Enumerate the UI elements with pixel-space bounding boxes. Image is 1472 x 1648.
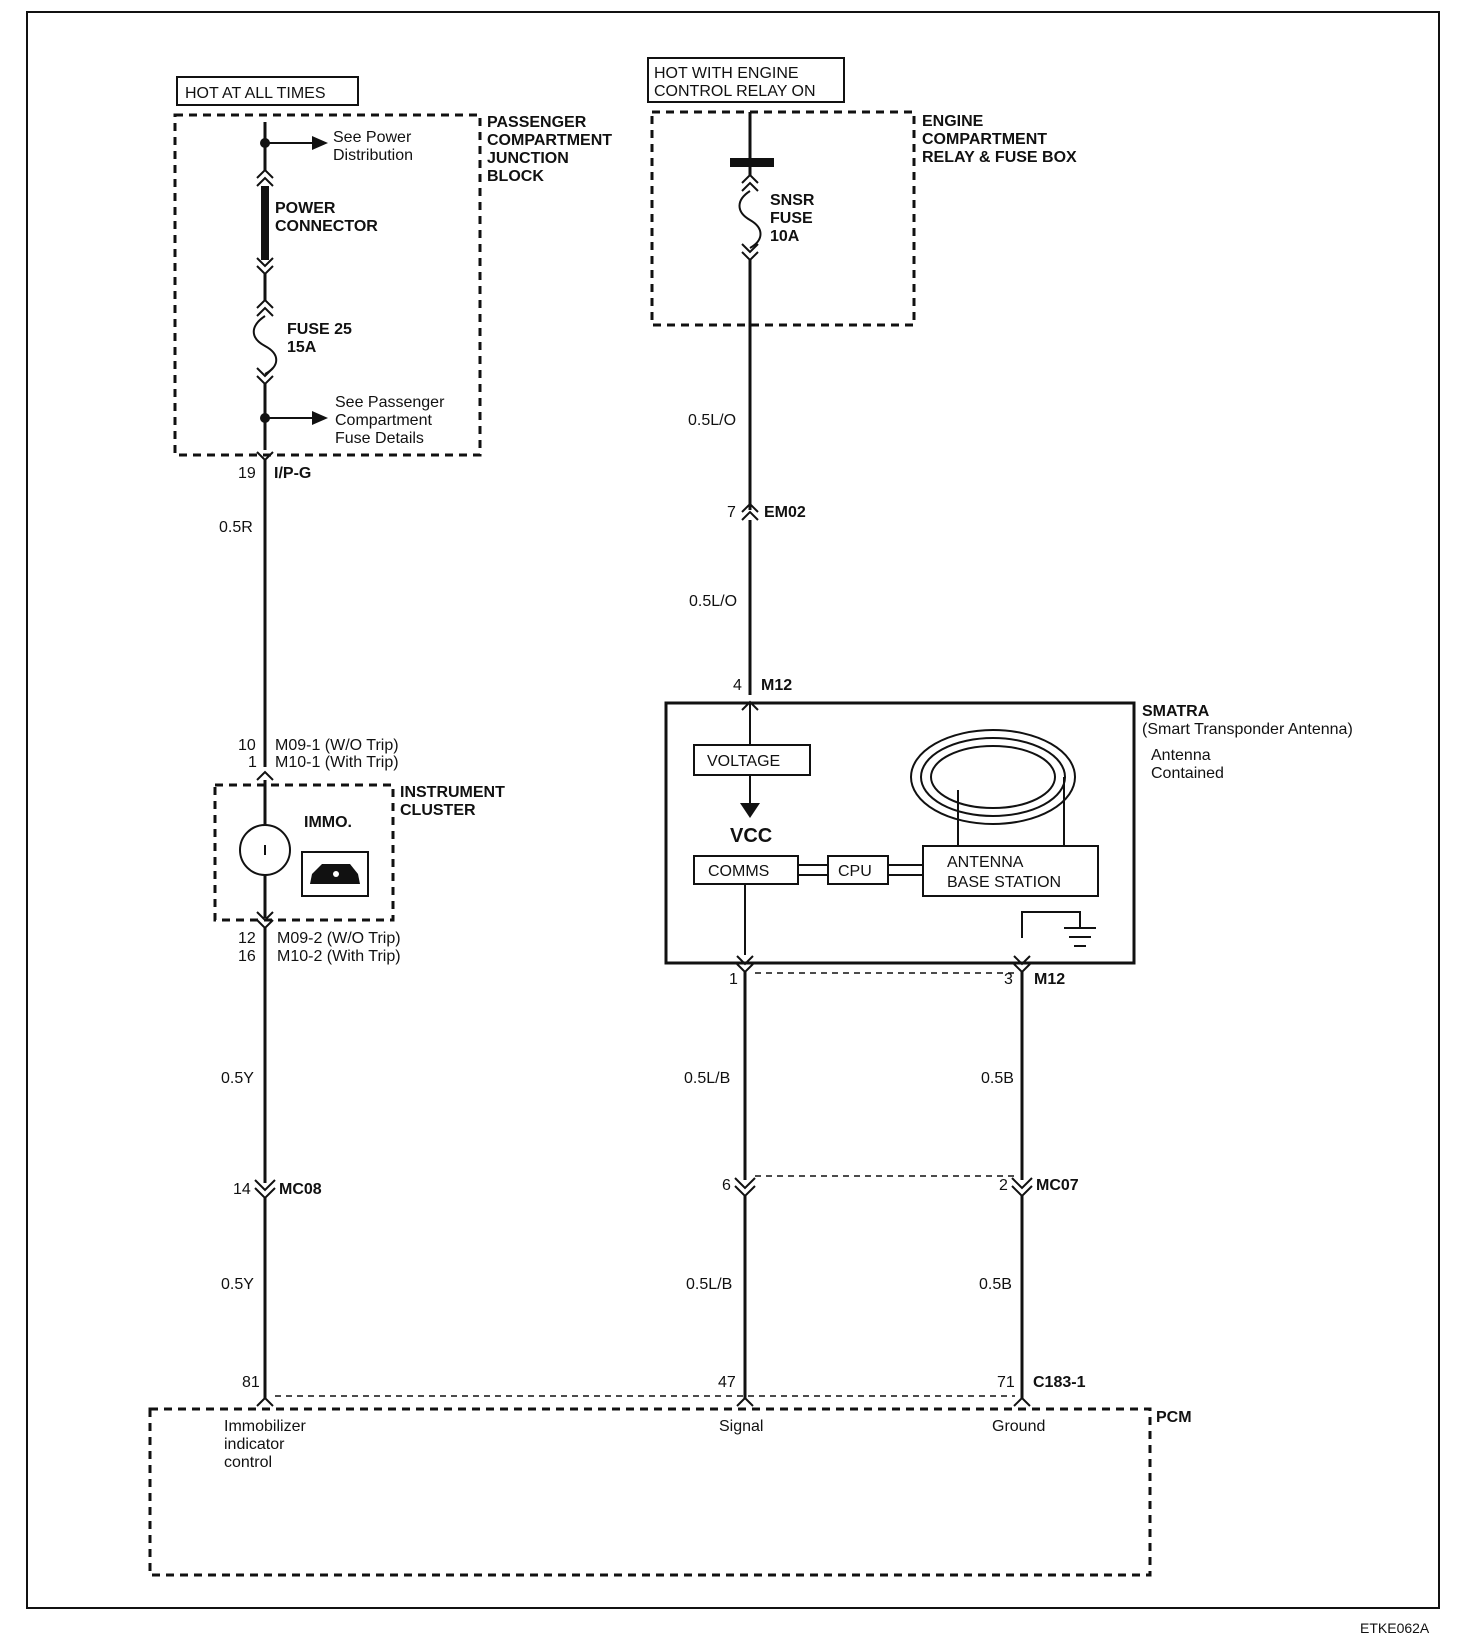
comms-label: COMMS [708, 863, 769, 880]
wire-05y-2: 0.5Y [221, 1276, 254, 1293]
pcjb-label-3: JUNCTION [487, 150, 569, 167]
engine-relay-fuse-box [650, 110, 916, 327]
pin-14: 14 [233, 1181, 251, 1198]
wire-05b-2: 0.5B [979, 1276, 1012, 1293]
immo-control-label-3: control [224, 1454, 272, 1471]
power-connector-label-1: POWER [275, 200, 336, 217]
wire-05lo-1: 0.5L/O [688, 412, 736, 429]
arrow-right-icon [312, 136, 328, 150]
wire-05r: 0.5R [219, 519, 253, 536]
pin-1: 1 [729, 971, 738, 988]
arrow-right-icon [312, 411, 328, 425]
hot-at-all-times-label: HOT AT ALL TIMES [185, 85, 326, 102]
connector-m10-1: M10-1 (With Trip) [275, 754, 399, 771]
antenna-coil-icon [910, 729, 1076, 846]
diagram-code: ETKE062A [1360, 1620, 1430, 1636]
connector-ipg: I/P-G [274, 465, 311, 482]
ecrfb-label-3: RELAY & FUSE BOX [922, 149, 1077, 166]
ecrfb-label-1: ENGINE [922, 113, 984, 130]
diagram-frame [26, 11, 1440, 1609]
snsr-fuse-icon [738, 190, 762, 249]
pcm-box [148, 1407, 1152, 1577]
pin-81: 81 [242, 1374, 260, 1391]
wire-05lo-2: 0.5L/O [689, 593, 737, 610]
see-passenger-label-3: Fuse Details [335, 430, 424, 447]
signal-label: Signal [719, 1418, 763, 1435]
voltage-label: VOLTAGE [707, 753, 780, 770]
pin-7: 7 [727, 504, 736, 521]
pin-16: 16 [238, 948, 256, 965]
bus-bar [730, 158, 774, 167]
fuse-25-label-2: 15A [287, 339, 317, 356]
wire-05b-1: 0.5B [981, 1070, 1014, 1087]
pin-2: 2 [999, 1177, 1008, 1194]
hot-engine-box [647, 57, 845, 103]
wire-05lb-1: 0.5L/B [684, 1070, 730, 1087]
connector-em02: EM02 [764, 504, 806, 521]
connector-m10-2: M10-2 (With Trip) [277, 948, 401, 965]
pin-6: 6 [722, 1177, 731, 1194]
pin-1-top: 1 [248, 754, 257, 771]
snsr-fuse-label-2: FUSE [770, 210, 813, 227]
ecrfb-label-2: COMPARTMENT [922, 131, 1047, 148]
see-power-label-1: See Power [333, 129, 412, 146]
abs-label-1: ANTENNA [947, 854, 1024, 871]
pin-10: 10 [238, 737, 256, 754]
pcjb-label-1: PASSENGER [487, 114, 587, 131]
fuse-25-label-1: FUSE 25 [287, 321, 352, 338]
immo-control-label-2: indicator [224, 1436, 285, 1453]
antenna-label-1: Antenna [1151, 747, 1211, 764]
ground-icon [1064, 927, 1096, 947]
immobilizer-car-icon [301, 851, 369, 897]
instrument-cluster-label-1: INSTRUMENT [400, 784, 505, 801]
connector-c183-1: C183-1 [1033, 1374, 1086, 1391]
cpu-label: CPU [838, 863, 872, 880]
see-passenger-label-2: Compartment [335, 412, 432, 429]
wire-05y-1: 0.5Y [221, 1070, 254, 1087]
connector-m09-2: M09-2 (W/O Trip) [277, 930, 401, 947]
pin-47: 47 [718, 1374, 736, 1391]
connector-m12-top: M12 [761, 677, 792, 694]
snsr-fuse-label-1: SNSR [770, 192, 815, 209]
fuse-25-icon [252, 315, 278, 375]
smatra-label-2: (Smart Transponder Antenna) [1142, 721, 1353, 738]
pin-4: 4 [733, 677, 742, 694]
pin-3: 3 [1004, 971, 1013, 988]
pin-19: 19 [238, 465, 256, 482]
antenna-base-station-block [922, 845, 1099, 897]
pin-71: 71 [997, 1374, 1015, 1391]
snsr-fuse-label-3: 10A [770, 228, 800, 245]
arrow-down-icon [740, 803, 760, 818]
wire-05lb-2: 0.5L/B [686, 1276, 732, 1293]
antenna-label-2: Contained [1151, 765, 1224, 782]
cpu-block [827, 855, 889, 885]
immo-control-label-1: Immobilizer [224, 1418, 306, 1435]
instrument-cluster-box [213, 783, 395, 922]
connector-m12-bottom: M12 [1034, 971, 1065, 988]
see-passenger-label-1: See Passenger [335, 394, 445, 411]
connector-mc07: MC07 [1036, 1177, 1079, 1194]
connector-mc08: MC08 [279, 1181, 322, 1198]
immo-label: IMMO. [304, 814, 352, 831]
pcjb-label-4: BLOCK [487, 168, 544, 185]
passenger-junction-block [173, 113, 482, 457]
hot-engine-label-2: CONTROL RELAY ON [654, 83, 816, 100]
vcc-label: VCC [730, 825, 772, 847]
voltage-block [693, 744, 811, 776]
pcm-label: PCM [1156, 1409, 1192, 1426]
smatra-box [664, 701, 1136, 965]
hot-engine-label-1: HOT WITH ENGINE [654, 65, 799, 82]
power-connector-label-2: CONNECTOR [275, 218, 378, 235]
see-power-label-2: Distribution [333, 147, 413, 164]
abs-label-2: BASE STATION [947, 874, 1061, 891]
power-connector [261, 186, 269, 260]
instrument-cluster-label-2: CLUSTER [400, 802, 476, 819]
pin-12: 12 [238, 930, 256, 947]
connector-m09-1: M09-1 (W/O Trip) [275, 737, 399, 754]
smatra-label-1: SMATRA [1142, 703, 1210, 720]
pcjb-label-2: COMPARTMENT [487, 132, 612, 149]
ground-label: Ground [992, 1418, 1045, 1435]
hot-at-all-times-box [176, 76, 359, 106]
